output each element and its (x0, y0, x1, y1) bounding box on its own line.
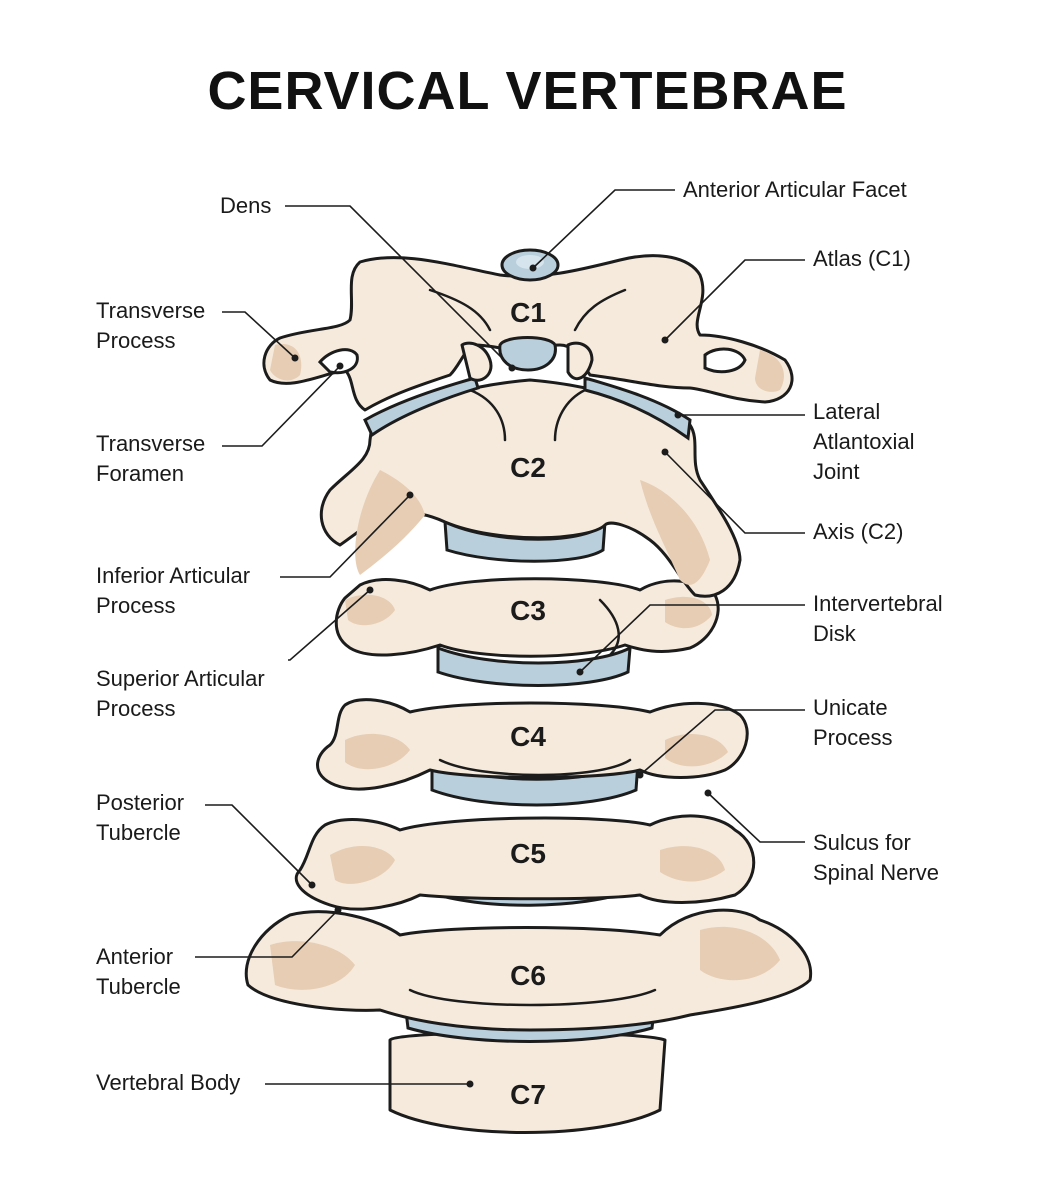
leader-anterior-facet (532, 189, 675, 269)
leader-atlas (664, 259, 805, 341)
label-sulcus-for-spinal-nerve: Sulcus for Spinal Nerve (813, 830, 939, 885)
leader-intervertebral-disk (579, 604, 805, 673)
leader-sulcus (707, 792, 805, 843)
label-transverse-foramen: Transverse Foramen (96, 431, 206, 486)
label-c7: C7 (510, 1079, 546, 1110)
label-axis: Axis (C2) (813, 519, 904, 544)
label-anterior-articular-facet: Anterior Articular Facet (683, 177, 907, 202)
label-c1: C1 (510, 297, 546, 328)
leader-lines (195, 189, 805, 1088)
leader-transverse-process (222, 311, 296, 359)
leader-inferior-articular (280, 494, 411, 578)
disk-c3-c4 (436, 645, 632, 687)
vertebra-c1 (262, 254, 794, 412)
label-unicate-process: Unicate Process (813, 695, 893, 750)
label-posterior-tubercle: Posterior Tubercle (96, 790, 185, 845)
label-c4: C4 (510, 721, 546, 752)
leader-superior-articular (288, 589, 371, 661)
vertebra-c6 (244, 908, 813, 1032)
leader-anterior-tubercle (195, 909, 339, 958)
label-superior-articular-process: Superior Articular Process (96, 666, 265, 721)
dens (460, 336, 594, 382)
vertebra-c4 (316, 698, 749, 791)
label-c6: C6 (510, 960, 546, 991)
label-c5: C5 (510, 838, 546, 869)
leader-dens (285, 205, 513, 369)
label-lateral-atlantoaxial-joint: Lateral Atlantoxial Joint (813, 399, 915, 484)
label-c3: C3 (510, 595, 546, 626)
label-anterior-tubercle: Anterior Tubercle (96, 944, 181, 999)
label-intervertebral-disk: Intervertebral Disk (813, 591, 943, 646)
leader-unicate (639, 709, 805, 776)
anterior-articular-facet (500, 248, 560, 282)
lateral-atlantoaxial-joint (363, 376, 692, 441)
label-transverse-process: Transverse Process (96, 298, 206, 353)
diagram-title: CERVICAL VERTEBRAE (207, 61, 848, 121)
vertebra-c5 (294, 814, 756, 911)
leader-posterior-tubercle (205, 804, 313, 886)
label-vertebral-body: Vertebral Body (96, 1070, 241, 1095)
leader-transverse-foramen (222, 365, 341, 447)
label-inferior-articular-process: Inferior Articular Process (96, 563, 251, 618)
label-atlas: Atlas (C1) (813, 246, 911, 271)
label-c2: C2 (510, 452, 546, 483)
label-dens: Dens (220, 193, 272, 218)
leader-axis (664, 451, 805, 534)
